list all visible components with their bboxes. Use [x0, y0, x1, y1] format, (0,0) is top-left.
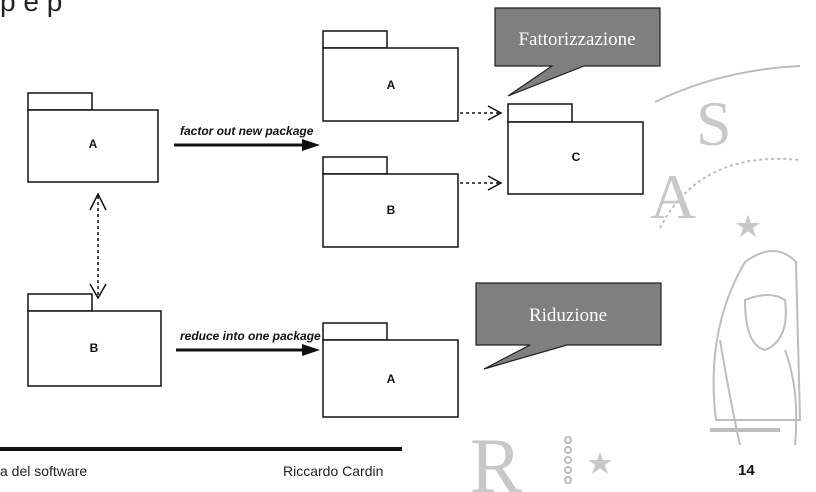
reduce-arrow: reduce into one package: [176, 329, 321, 356]
reduce-arrow-label: reduce into one package: [180, 329, 321, 343]
slide-title-fragment: p e p: [0, 0, 63, 17]
package-c: C: [507, 103, 644, 195]
factor-arrow-label: factor out new package: [180, 124, 314, 138]
svg-text:R: R: [470, 422, 522, 492]
callout-factorization: Fattorizzazione: [494, 7, 661, 97]
callout-reduction-text: Riduzione: [529, 305, 607, 326]
dependency-b-to-c: [460, 175, 503, 191]
package-a-left: A: [27, 92, 159, 183]
dependency-dashed-bidirectional: [89, 192, 107, 300]
package-b-right: B: [322, 156, 459, 248]
dependency-a-to-c: [460, 105, 503, 121]
svg-text:A: A: [650, 161, 696, 232]
package-label: A: [387, 372, 396, 386]
package-label: A: [387, 78, 396, 92]
page-number: 14: [738, 462, 755, 479]
package-label: B: [387, 203, 396, 217]
footer-author: Riccardo Cardin: [283, 463, 384, 479]
svg-text:S: S: [696, 88, 732, 159]
university-seal-watermark: S A R: [470, 65, 802, 492]
package-b-left: B: [27, 293, 162, 387]
factor-arrow: factor out new package: [174, 124, 320, 151]
package-a-right-bottom: A: [322, 322, 459, 418]
footer-course: a del software: [0, 463, 88, 479]
package-label: A: [89, 137, 98, 151]
callout-reduction: Riduzione: [475, 282, 662, 370]
callout-factorization-text: Fattorizzazione: [518, 29, 635, 50]
package-a-right-top: A: [322, 30, 459, 122]
package-label: B: [90, 341, 99, 355]
footer-divider: [0, 447, 402, 451]
package-label: C: [572, 150, 581, 164]
